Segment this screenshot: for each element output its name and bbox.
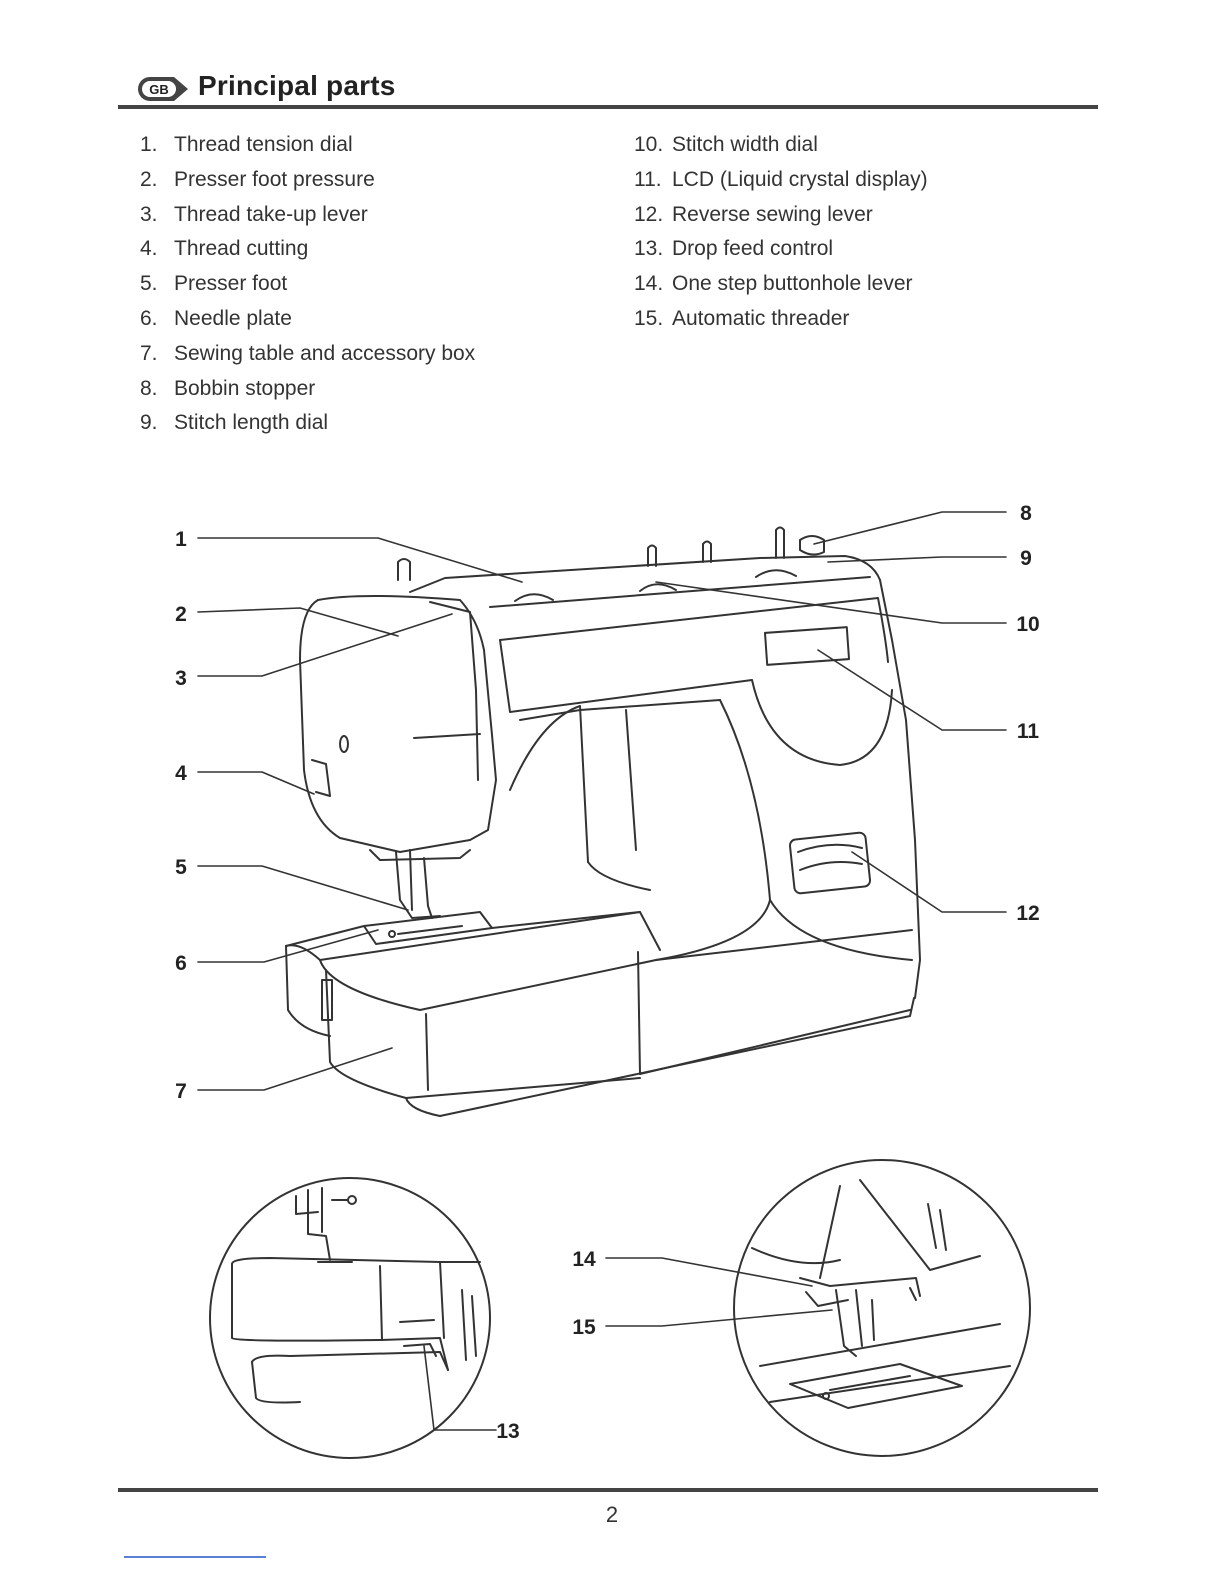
list-item: 14. One step buttonhole lever	[634, 267, 928, 302]
item-label: Stitch width dial	[672, 133, 818, 156]
item-label: Stitch length dial	[174, 411, 329, 435]
header-rule	[118, 105, 1098, 109]
callout-7: 7	[175, 1080, 187, 1103]
callout-12: 12	[1016, 902, 1039, 925]
list-item: 11. LCD (Liquid crystal display)	[634, 163, 928, 198]
item-number: 7.	[140, 341, 158, 365]
item-label: Presser foot pressure	[174, 167, 375, 191]
item-label: Sewing table and accessory box	[174, 341, 476, 365]
parts-list-left: 1. Thread tension dial 2. Presser foot pre…	[140, 128, 475, 441]
item-number: 3.	[140, 202, 158, 226]
drop-feed-detail-illustration	[209, 1177, 491, 1459]
list-item: 3. Thread take-up lever	[140, 198, 475, 233]
callout-2: 2	[175, 603, 187, 626]
item-label: Automatic threader	[672, 306, 850, 330]
list-item: 7. Sewing table and accessory box	[140, 337, 475, 372]
item-label: Presser foot	[174, 272, 288, 296]
sewing-machine-illustration	[285, 526, 921, 1117]
threader-detail-illustration	[733, 1159, 1031, 1457]
item-number: 4.	[140, 237, 158, 261]
callout-leaders	[197, 511, 1007, 1091]
item-number: 2.	[140, 167, 158, 191]
list-item: 10. Stitch width dial	[634, 128, 928, 163]
callout-3: 3	[175, 667, 187, 690]
item-number: 12.	[634, 202, 664, 226]
page-header: GB Principal parts	[118, 66, 1098, 106]
item-label: Needle plate	[174, 306, 292, 330]
item-label: Thread take-up lever	[174, 202, 368, 226]
item-label: Bobbin stopper	[174, 376, 316, 400]
callout-6: 6	[175, 952, 187, 975]
callout-15: 15	[572, 1316, 596, 1339]
page-title: Principal parts	[198, 70, 396, 101]
item-number: 1.	[140, 133, 158, 156]
item-label: Thread tension dial	[174, 133, 353, 156]
list-item: 6. Needle plate	[140, 302, 475, 337]
footer-rule	[118, 1488, 1098, 1492]
list-item: 5. Presser foot	[140, 267, 475, 302]
item-label: LCD (Liquid crystal display)	[672, 167, 928, 191]
page-number: 2	[605, 1502, 619, 1527]
gb-badge-text: GB	[149, 82, 169, 97]
item-number: 9.	[140, 411, 158, 435]
callout-8: 8	[1020, 502, 1032, 525]
callout-1: 1	[175, 528, 187, 551]
callout-leaders-detail	[605, 1257, 833, 1327]
item-label: Thread cutting	[174, 237, 309, 261]
item-label: One step buttonhole lever	[672, 272, 913, 296]
item-number: 10.	[634, 133, 664, 156]
list-item: 4. Thread cutting	[140, 232, 475, 267]
callout-5: 5	[175, 856, 187, 879]
item-number: 13.	[634, 237, 664, 261]
item-number: 11.	[634, 167, 662, 191]
item-number: 15.	[634, 306, 664, 330]
item-number: 8.	[140, 376, 158, 400]
callout-11: 11	[1017, 720, 1040, 743]
callout-4: 4	[175, 762, 187, 785]
item-label: Reverse sewing lever	[672, 202, 873, 226]
parts-list-right: 10. Stitch width dial 11. LCD (Liquid crys…	[634, 128, 928, 337]
list-item: 13. Drop feed control	[634, 232, 928, 267]
item-number: 5.	[140, 272, 158, 296]
item-number: 14.	[634, 272, 664, 296]
gb-language-badge: GB	[138, 77, 188, 101]
list-item: 9. Stitch length dial	[140, 406, 475, 441]
list-item: 8. Bobbin stopper	[140, 372, 475, 407]
callout-10: 10	[1016, 613, 1039, 636]
callout-13: 13	[496, 1420, 519, 1443]
footer-link-underline	[124, 1556, 266, 1558]
callout-9: 9	[1020, 547, 1032, 570]
list-item: 1. Thread tension dial	[140, 128, 475, 163]
item-label: Drop feed control	[672, 237, 834, 261]
list-item: 15. Automatic threader	[634, 302, 928, 337]
callout-leader-13	[423, 1345, 497, 1431]
list-item: 2. Presser foot pressure	[140, 163, 475, 198]
list-item: 12. Reverse sewing lever	[634, 198, 928, 233]
callout-14: 14	[572, 1248, 596, 1271]
item-number: 6.	[140, 306, 158, 330]
